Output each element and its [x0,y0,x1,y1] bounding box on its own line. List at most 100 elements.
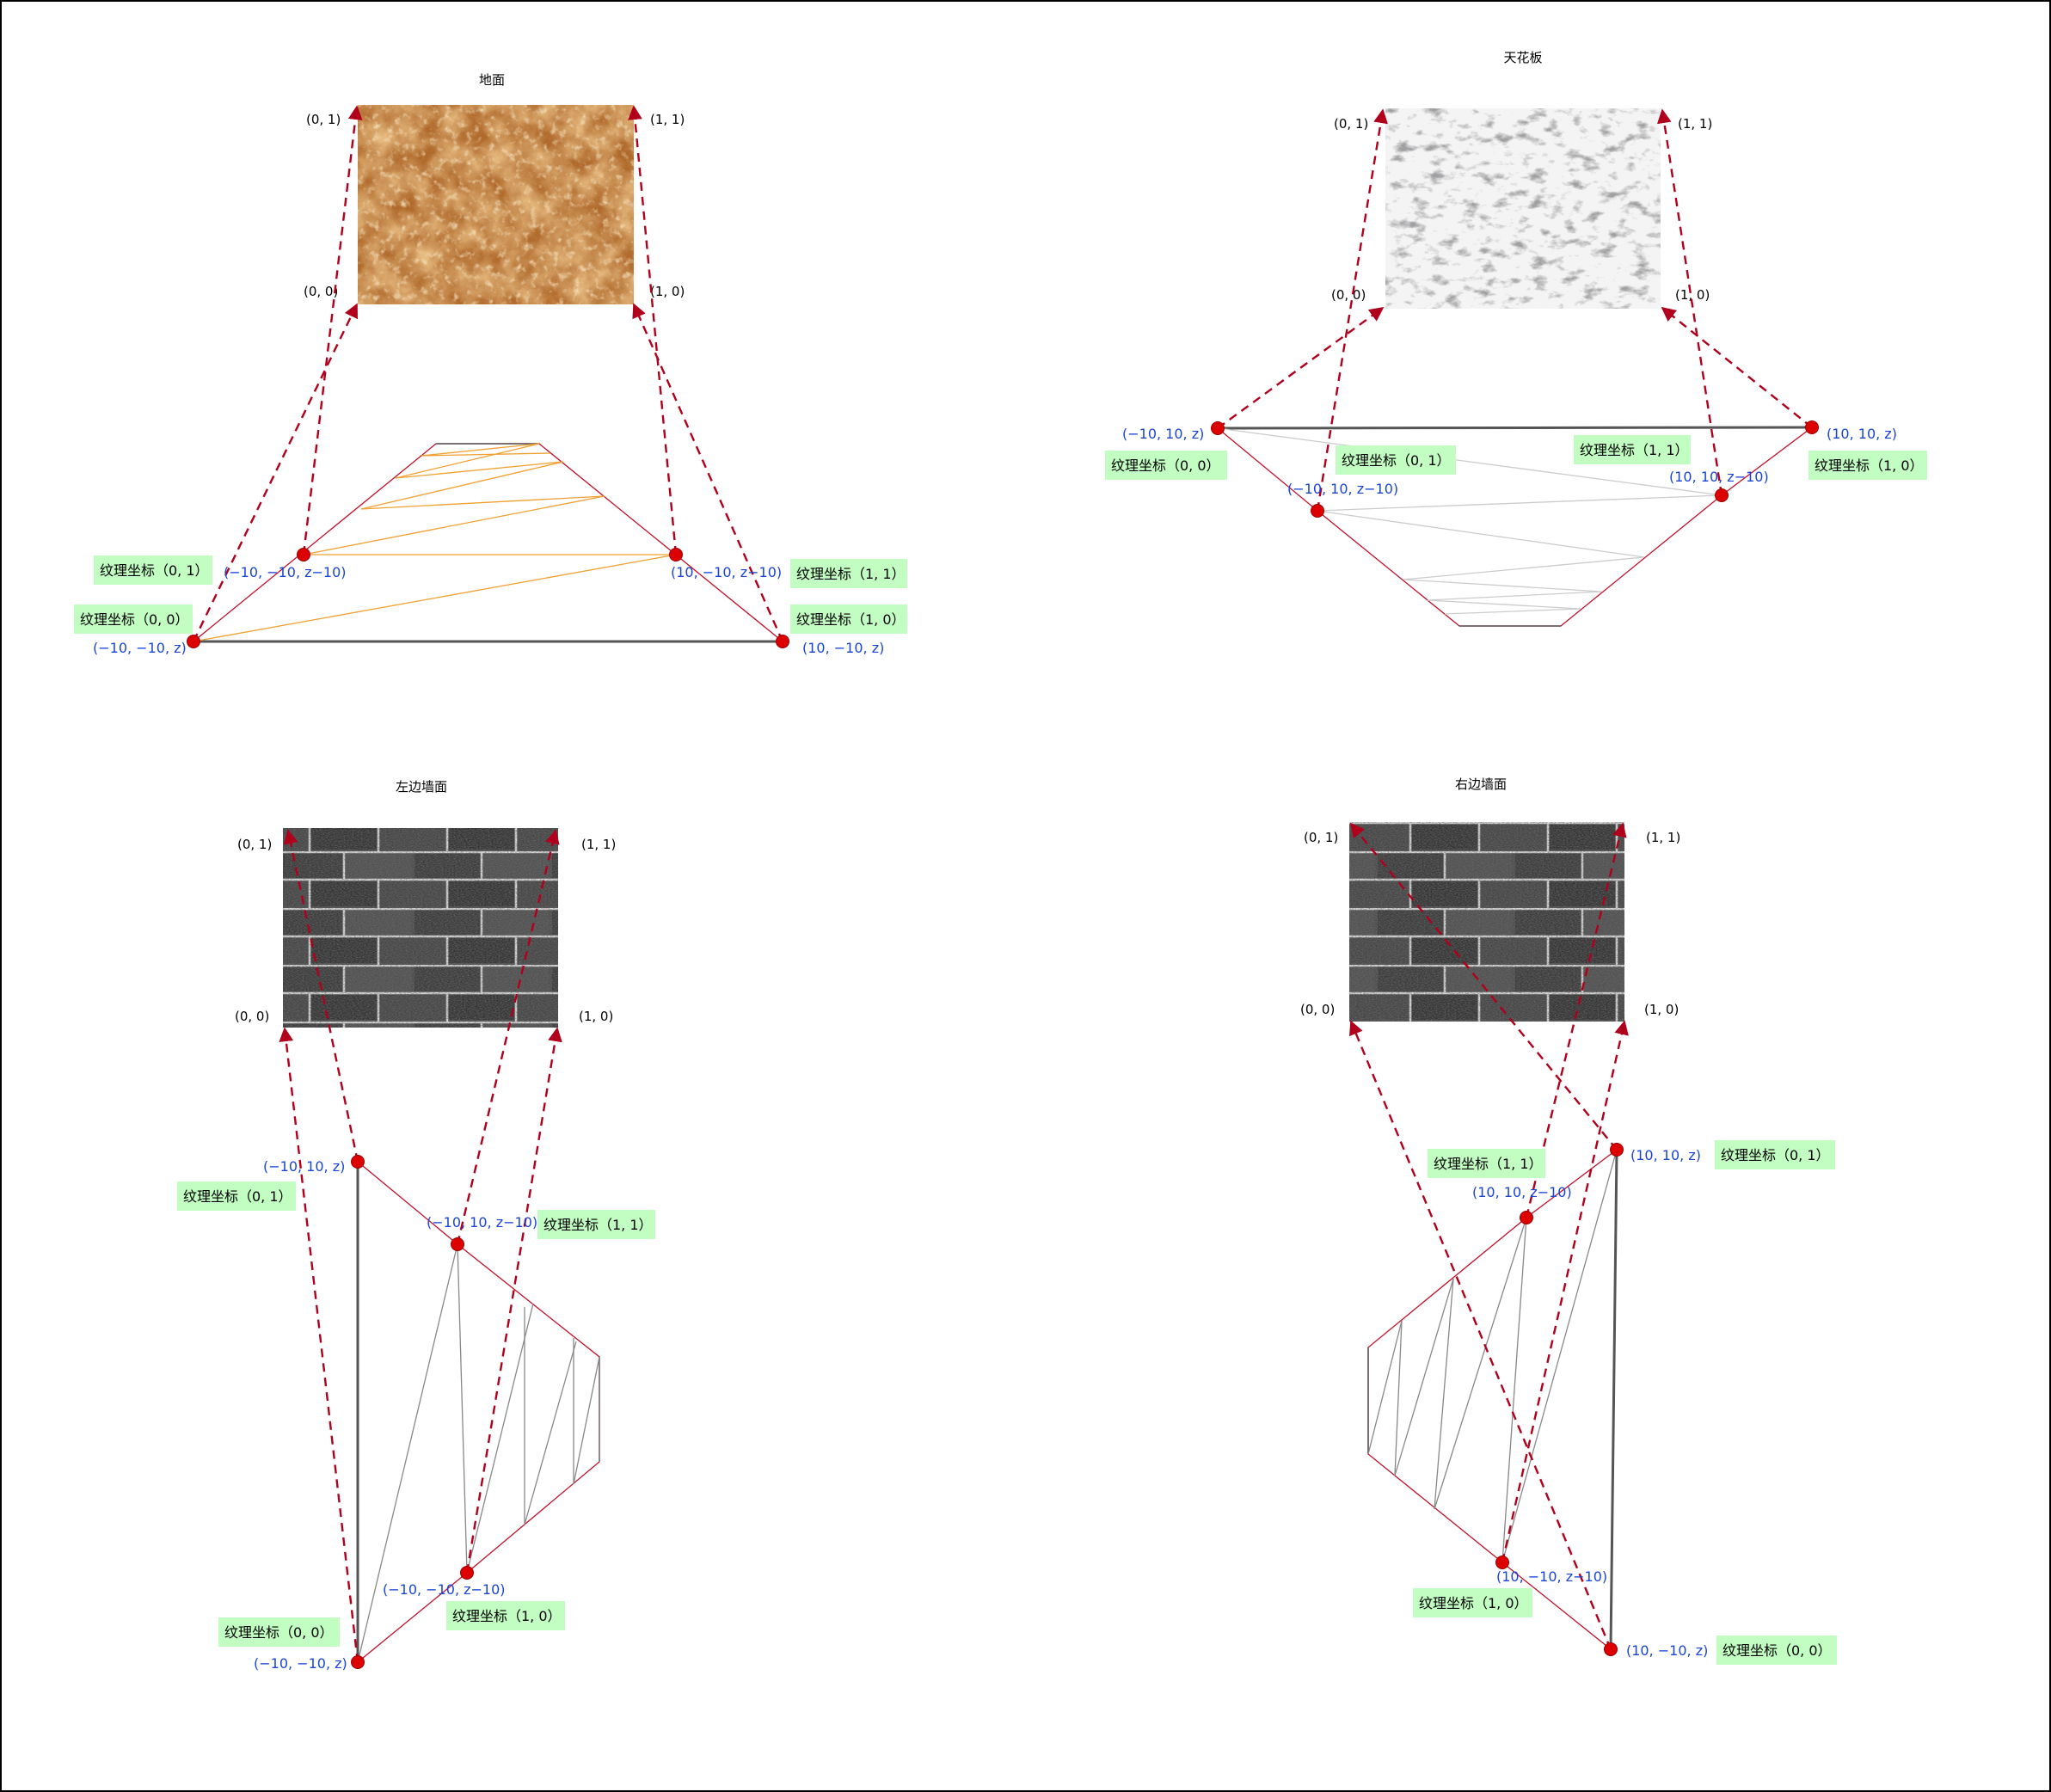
vertex-coord-label: (−10, −10, z−10) [383,1581,506,1598]
vertex-coord-label: (−10, 10, z) [263,1158,345,1175]
ceiling-title: 天花板 [1503,50,1542,65]
right-wall-corner-bottom-left: (0, 0) [1300,1002,1335,1017]
vertex-point [351,1155,365,1169]
ceiling-texture-image [1385,108,1661,309]
floor-mapping-arrows [192,105,784,642]
texcoord-label: 纹理坐标（0, 1） [1336,445,1456,475]
svg-text:纹理坐标（1, 0）: 纹理坐标（1, 0） [796,611,906,628]
texcoord-label: 纹理坐标（0, 0） [74,604,193,634]
left-wall-corner-bottom-right: (1, 0) [579,1009,613,1024]
texcoord-label: 纹理坐标（1, 0） [790,604,907,634]
texcoord-label: 纹理坐标（0, 0） [1105,451,1227,480]
svg-text:纹理坐标（0, 1）: 纹理坐标（0, 1） [183,1188,292,1205]
texcoord-label: 纹理坐标（0, 1） [94,555,212,585]
vertex-coord-label: (−10, −10, z) [254,1655,347,1672]
right-wall-corner-top-left: (0, 1) [1304,830,1338,845]
vertex-coord-label: (10, 10, z−10) [1669,469,1769,485]
right-wall-corner-bottom-right: (1, 0) [1644,1002,1679,1017]
svg-text:纹理坐标（0, 0）: 纹理坐标（0, 0） [224,1624,334,1641]
vertex-coord-label: (10, 10, z) [1827,426,1897,442]
ceiling-panel: 天花板 (0, 1) (1, 1) (0, 0) (1, 0) [1105,50,1927,627]
vertex-point [351,1655,365,1669]
ceiling-corner-bottom-right: (1, 0) [1675,287,1710,303]
vertex-coord-label: (−10, −10, z−10) [224,564,347,580]
svg-text:纹理坐标（1, 0）: 纹理坐标（1, 0） [1419,1595,1528,1611]
floor-texture-image [358,105,634,304]
texcoord-label: 纹理坐标（1, 1） [1574,435,1691,464]
left-wall-quad [356,1161,600,1663]
vertex-coord-label: (−10, 10, z) [1122,426,1204,442]
right-wall-title: 右边墙面 [1455,776,1507,792]
right-wall-quad [1367,1149,1618,1650]
right-wall-corner-top-right: (1, 1) [1646,830,1680,845]
ceiling-corner-top-left: (0, 1) [1334,116,1368,132]
vertex-point [460,1566,474,1580]
right-wall-vertices [1495,1143,1624,1656]
vertex-point [1311,504,1324,518]
svg-text:纹理坐标（0, 0）: 纹理坐标（0, 0） [1111,457,1220,474]
svg-text:纹理坐标（1, 1）: 纹理坐标（1, 1） [543,1217,653,1233]
floor-quad [193,443,783,643]
vertex-point [187,635,200,648]
vertex-point [297,548,310,562]
svg-text:纹理坐标（0, 1）: 纹理坐标（0, 1） [1721,1147,1830,1163]
vertex-point [1715,488,1729,502]
svg-text:纹理坐标（1, 1）: 纹理坐标（1, 1） [796,566,906,582]
texcoord-label: 纹理坐标（0, 0） [218,1617,340,1647]
vertex-coord-label: (10, −10, z) [802,640,884,656]
ceiling-corner-bottom-left: (0, 0) [1331,287,1366,303]
texcoord-label: 纹理坐标（0, 1） [1715,1140,1835,1169]
vertex-point [1805,420,1819,434]
texcoord-label: 纹理坐标（0, 0） [1716,1636,1837,1665]
vertex-point [669,548,683,562]
ceiling-corner-top-right: (1, 1) [1678,116,1712,132]
left-wall-corner-top-left: (0, 1) [237,837,272,852]
left-wall-texture-image [283,828,558,1028]
vertex-point [1495,1556,1509,1569]
svg-text:纹理坐标（1, 1）: 纹理坐标（1, 1） [1580,442,1689,458]
vertex-coord-label: (10, 10, z−10) [1472,1184,1572,1200]
texcoord-label: 纹理坐标（1, 0） [446,1601,565,1630]
floor-corner-bottom-left: (0, 0) [304,284,338,299]
ceiling-vertices [1211,420,1819,518]
left-wall-corner-bottom-left: (0, 0) [235,1009,269,1024]
vertex-coord-label: (10, −10, z−10) [671,564,782,580]
vertex-coord-label: (10, 10, z) [1630,1147,1701,1163]
vertex-point [1604,1642,1618,1656]
texcoord-label: 纹理坐标（1, 1） [537,1210,655,1239]
left-wall-title: 左边墙面 [396,779,447,795]
svg-text:纹理坐标（0, 1）: 纹理坐标（0, 1） [100,562,209,579]
vertex-point [1211,421,1225,435]
left-wall-corner-top-right: (1, 1) [581,837,616,852]
texcoord-label: 纹理坐标（1, 1） [790,559,907,588]
texcoord-label: 纹理坐标（1, 0） [1413,1588,1532,1617]
svg-text:纹理坐标（0, 1）: 纹理坐标（0, 1） [1342,452,1451,469]
floor-corner-top-left: (0, 1) [306,112,341,127]
vertex-coord-label: (−10, −10, z) [93,640,187,656]
texcoord-label: 纹理坐标（0, 1） [177,1181,296,1211]
floor-corner-bottom-right: (1, 0) [650,284,685,299]
ceiling-mapping-arrows [1217,108,1813,512]
vertex-coord-label: (−10, 10, z−10) [427,1214,537,1230]
vertex-coord-label: (−10, 10, z−10) [1287,481,1398,497]
right-wall-mapping-arrows [1349,822,1629,1650]
vertex-coord-label: (10, −10, z−10) [1496,1568,1607,1585]
left-wall-panel: 左边墙面 (0, 1) (1, 1) (0, 0) (1, 0) [177,779,655,1672]
floor-title: 地面 [479,72,505,88]
vertex-point [776,635,789,648]
right-wall-texture-image [1349,822,1624,1022]
svg-text:纹理坐标（0, 0）: 纹理坐标（0, 0） [80,611,189,628]
floor-panel: 地面 (0, 1) (1, 1) (0, 0) (1, 0) [74,72,907,656]
vertex-point [1520,1211,1533,1224]
texcoord-label: 纹理坐标（1, 1） [1428,1149,1545,1178]
ceiling-quad [1217,426,1813,627]
right-wall-panel: 右边墙面 (0, 1) (1, 1) (0, 0) (1, 0) [1300,776,1837,1665]
left-wall-vertices [351,1155,474,1669]
svg-text:纹理坐标（1, 1）: 纹理坐标（1, 1） [1434,1156,1543,1172]
svg-text:纹理坐标（0, 0）: 纹理坐标（0, 0） [1722,1642,1832,1659]
floor-vertices [187,548,789,648]
left-wall-mapping-arrows [279,829,562,1663]
svg-text:纹理坐标（1, 0）: 纹理坐标（1, 0） [452,1608,562,1624]
